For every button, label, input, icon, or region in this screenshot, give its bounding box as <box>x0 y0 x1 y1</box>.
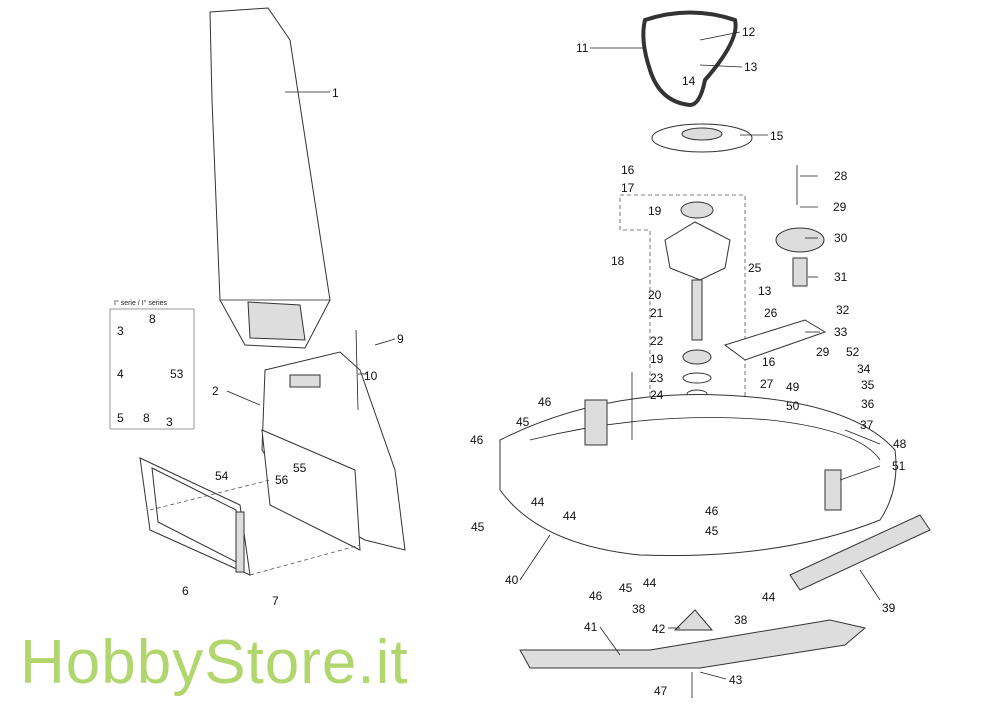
callout-44a: 44 <box>531 495 545 509</box>
inset-box <box>109 308 195 430</box>
belt <box>641 10 738 108</box>
callout-42: 42 <box>652 622 666 636</box>
mower-deck <box>499 372 897 557</box>
callout-23: 23 <box>650 371 664 385</box>
flap-frame <box>261 429 361 551</box>
idler-arm <box>723 319 827 361</box>
callout-17: 17 <box>621 181 635 195</box>
callout-16b: 16 <box>762 355 776 369</box>
callout-29b: 29 <box>833 200 847 214</box>
shaft <box>691 279 703 341</box>
callout-2: 2 <box>212 384 219 398</box>
callout-35: 35 <box>861 378 875 392</box>
callout-46c: 46 <box>705 504 719 518</box>
callout-13b: 13 <box>758 284 772 298</box>
callout-45b: 45 <box>471 520 485 534</box>
callout-36: 36 <box>861 397 875 411</box>
inset-title: I° serie / I° series <box>114 299 168 307</box>
callout-43: 43 <box>729 673 743 687</box>
callout-19b: 19 <box>650 352 664 366</box>
callout-24: 24 <box>650 388 664 402</box>
callout-29a: 29 <box>816 345 830 359</box>
callout-41: 41 <box>584 620 598 634</box>
callout-47: 47 <box>654 684 668 698</box>
callout-5: 5 <box>117 411 124 425</box>
callout-37: 37 <box>860 418 874 432</box>
blade-adapter <box>673 609 714 631</box>
callout-40: 40 <box>505 573 519 587</box>
callout-45c: 45 <box>705 524 719 538</box>
callout-8a: 8 <box>149 312 156 326</box>
callout-52: 52 <box>846 345 860 359</box>
blade <box>519 619 867 669</box>
callout-4: 4 <box>117 367 124 381</box>
callout-39: 39 <box>882 601 896 615</box>
callout-19a: 19 <box>648 204 662 218</box>
callout-30: 30 <box>834 231 848 245</box>
callout-3a: 3 <box>117 324 124 338</box>
callout-25: 25 <box>748 261 762 275</box>
deflector-flap <box>139 457 251 576</box>
callout-34: 34 <box>857 362 871 376</box>
callout-54: 54 <box>215 469 229 483</box>
callout-7: 7 <box>272 594 279 608</box>
spindle-housing <box>664 221 731 281</box>
baffle <box>789 514 931 591</box>
callout-56: 56 <box>275 473 289 487</box>
callout-12: 12 <box>742 25 756 39</box>
callout-13a: 13 <box>744 60 758 74</box>
callout-48: 48 <box>893 437 907 451</box>
callout-44d: 44 <box>762 590 776 604</box>
callout-38b: 38 <box>734 613 748 627</box>
rod <box>355 329 359 411</box>
callout-8b: 8 <box>143 411 150 425</box>
callout-46d: 46 <box>589 589 603 603</box>
watermark: HobbyStore.it <box>20 628 409 697</box>
callout-33: 33 <box>834 325 848 339</box>
callout-55: 55 <box>293 461 307 475</box>
callout-3b: 3 <box>166 415 173 429</box>
callout-28: 28 <box>834 169 848 183</box>
callout-20: 20 <box>648 288 662 302</box>
callout-6: 6 <box>182 584 189 598</box>
callout-32: 32 <box>836 303 850 317</box>
callout-46b: 46 <box>470 433 484 447</box>
callout-10: 10 <box>364 369 378 383</box>
callout-46a: 46 <box>538 395 552 409</box>
callout-18: 18 <box>611 254 625 268</box>
callout-21: 21 <box>650 306 664 320</box>
callout-49: 49 <box>786 380 800 394</box>
callout-15: 15 <box>770 129 784 143</box>
callout-31: 31 <box>834 270 848 284</box>
callout-1: 1 <box>332 86 339 100</box>
callout-14: 14 <box>682 74 696 88</box>
callout-9: 9 <box>397 332 404 346</box>
callout-44c: 44 <box>643 576 657 590</box>
callout-26: 26 <box>764 306 778 320</box>
idler-pulley <box>775 227 825 253</box>
callout-45d: 45 <box>619 581 633 595</box>
callout-53: 53 <box>170 367 184 381</box>
callout-16a: 16 <box>621 163 635 177</box>
discharge-chute <box>209 7 331 349</box>
callout-38a: 38 <box>632 602 646 616</box>
callout-11: 11 <box>576 41 589 55</box>
callout-51: 51 <box>892 459 906 473</box>
leader-lines <box>226 31 881 680</box>
callout-27: 27 <box>760 377 774 391</box>
callout-44b: 44 <box>563 509 577 523</box>
callout-50: 50 <box>786 399 800 413</box>
callout-45a: 45 <box>516 415 530 429</box>
callout-22: 22 <box>650 334 664 348</box>
